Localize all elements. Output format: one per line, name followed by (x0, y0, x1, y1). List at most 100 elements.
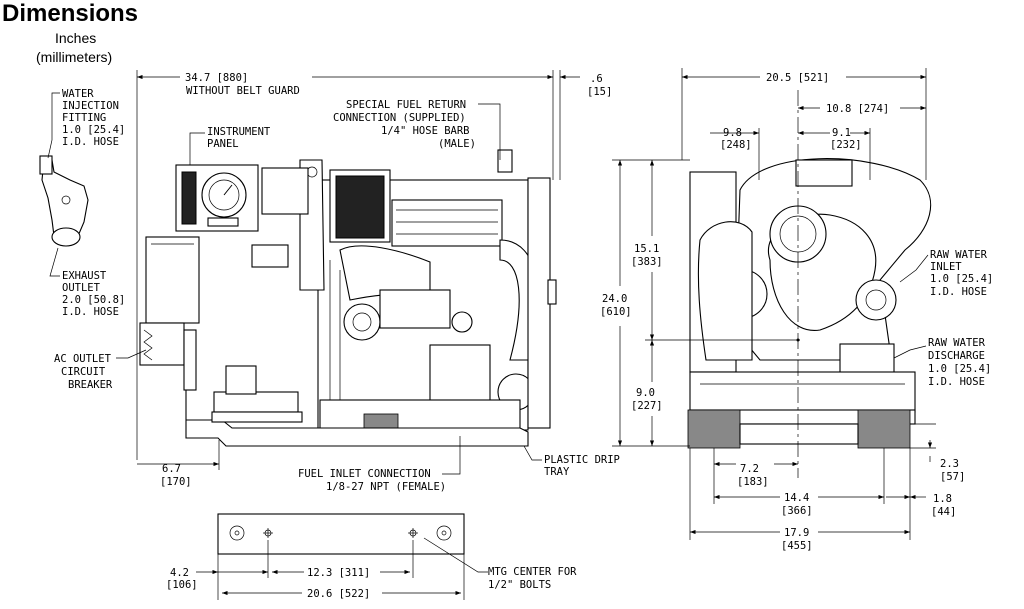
raw-water-inlet-line4: I.D. HOSE (930, 286, 987, 298)
dim-base-half: 7.2 [183] (713, 448, 798, 488)
fuel-inlet-line2: 1/8-27 NPT (FEMALE) (326, 481, 446, 493)
raw-water-inlet-line1: RAW WATER (930, 249, 988, 261)
dim-side-offsets: 9.8 [248] 9.1 [232] (710, 127, 871, 180)
dim-base-length: 20.6 [522] (222, 588, 461, 600)
water-injection-line5: I.D. HOSE (62, 136, 119, 148)
mount-width-mm: [366] (781, 505, 813, 517)
base-width-mm: [455] (781, 540, 813, 552)
left-offset-mm: [248] (720, 139, 752, 151)
foot-offset-label: 1.8 (933, 493, 952, 505)
left-offset-label: 9.8 (723, 127, 742, 139)
raw-water-inlet-line3: 1.0 [25.4] (930, 273, 993, 285)
callout-water-injection: WATER INJECTION FITTING 1.0 [25.4] I.D. … (47, 88, 125, 159)
front-offset-mm: [15] (587, 86, 612, 98)
mtg-center-line1: MTG CENTER FOR (488, 566, 577, 578)
front-view: 20.5 [521] 10.8 [274] 9.8 [248] 9.1 [232… (600, 68, 993, 552)
overall-width-label: 20.5 [521] (766, 72, 829, 84)
side-base-rail (185, 365, 529, 447)
right-offset-label: 9.1 (832, 127, 851, 139)
exhaust-outlet-line2: OUTLET (62, 282, 101, 294)
callout-mtg-center: MTG CENTER FOR 1/2" BOLTS (423, 537, 577, 591)
page-title: Dimensions (2, 0, 139, 27)
ac-outlet-line1: AC OUTLET (54, 353, 112, 365)
overall-length-label: 34.7 [880] (185, 72, 248, 84)
right-offset-mm: [232] (830, 139, 862, 151)
water-injection-line3: FITTING (62, 112, 106, 124)
mount-offset-label: 4.2 (170, 567, 189, 579)
instrument-panel (175, 164, 259, 232)
mount-width-label: 14.4 (784, 492, 809, 504)
callout-exhaust-outlet: EXHAUST OUTLET 2.0 [50.8] I.D. HOSE (49, 247, 125, 318)
ac-outlet-line2: CIRCUIT (61, 366, 106, 378)
water-injection-line1: WATER (62, 88, 94, 100)
callout-raw-water-discharge: RAW WATER DISCHARGE 1.0 [25.4] I.D. HOSE (893, 337, 991, 388)
callout-raw-water-inlet: RAW WATER INLET 1.0 [25.4] I.D. HOSE (899, 249, 993, 298)
dim-mount-spacing: 12.3 [311] (272, 567, 410, 579)
side-view: 34.7 [880] WITHOUT BELT GUARD .6 [15] 6.… (39, 70, 620, 493)
callout-instrument-panel: INSTRUMENT PANEL (189, 126, 271, 165)
dim-half-width: 10.8 [274] (798, 103, 926, 115)
units-label-inches: Inches (55, 30, 97, 46)
instrument-panel-line1: INSTRUMENT (207, 126, 271, 138)
dim-base-width: 17.9 [455] (689, 448, 911, 552)
ac-breaker-box (139, 236, 200, 391)
dim-overall-length: 34.7 [880] WITHOUT BELT GUARD .6 [15] (136, 70, 612, 460)
dim-foot-height: 2.3 [57] (910, 423, 965, 483)
fuel-return-line2: CONNECTION (SUPPLIED) (333, 112, 466, 124)
exhaust-outlet-line3: 2.0 [50.8] (62, 294, 125, 306)
overall-height-mm: [610] (600, 306, 632, 318)
overall-length-note: WITHOUT BELT GUARD (186, 85, 300, 97)
height-upper-label: 15.1 (634, 243, 659, 255)
overall-height-label: 24.0 (602, 293, 627, 305)
dim-foot-offset: 1.8 [44] (886, 493, 956, 518)
exhaust-outlet-line1: EXHAUST (62, 270, 107, 282)
water-injection-line4: 1.0 [25.4] (62, 124, 125, 136)
exhaust-outlet-line4: I.D. HOSE (62, 306, 119, 318)
engine-front-body (689, 158, 932, 413)
callout-drip-tray: PLASTIC DRIP TRAY (523, 445, 620, 478)
dim-heights: 15.1 [383] 24.0 [610] 9.0 [227] (600, 159, 800, 447)
dim-mount-width: 14.4 [366] (713, 448, 885, 517)
units-label-millimeters: (millimeters) (36, 49, 113, 65)
height-upper-mm: [383] (631, 256, 663, 268)
callout-ac-outlet: AC OUTLET CIRCUIT BREAKER (54, 349, 147, 391)
drip-tray-line2: TRAY (544, 466, 570, 478)
base-width-label: 17.9 (784, 527, 809, 539)
front-offset-label: .6 (590, 73, 603, 85)
rear-offset-mm: [170] (160, 476, 192, 488)
fuel-inlet-line1: FUEL INLET CONNECTION (298, 468, 431, 480)
callout-fuel-return: SPECIAL FUEL RETURN CONNECTION (SUPPLIED… (333, 99, 501, 160)
base-half-label: 7.2 (740, 463, 759, 475)
fuel-return-line4: (MALE) (438, 138, 476, 150)
foot-offset-mm: [44] (931, 506, 956, 518)
dim-mount-offset: 4.2 [106] (166, 567, 268, 591)
water-injection-line2: INJECTION (62, 100, 119, 112)
instrument-panel-line2: PANEL (207, 138, 239, 150)
foot-height-label: 2.3 (940, 458, 959, 470)
raw-water-discharge-line2: DISCHARGE (928, 350, 985, 362)
mount-spacing-label: 12.3 [311] (307, 567, 370, 579)
fuel-return-line1: SPECIAL FUEL RETURN (346, 99, 466, 111)
raw-water-discharge-line4: I.D. HOSE (928, 376, 985, 388)
mount-offset-mm: [106] (166, 579, 198, 591)
drip-tray-line1: PLASTIC DRIP (544, 454, 620, 466)
foot-height-mm: [57] (940, 471, 965, 483)
rear-offset-label: 6.7 (162, 463, 181, 475)
base-half-mm: [183] (737, 476, 769, 488)
dim-rear-offset: 6.7 [170] (137, 440, 220, 488)
callout-fuel-inlet: FUEL INLET CONNECTION 1/8-27 NPT (FEMALE… (298, 436, 461, 493)
base-length-label: 20.6 [522] (307, 588, 370, 600)
height-lower-mm: [227] (631, 400, 663, 412)
engine-detail-lines (329, 209, 498, 420)
fuel-return-line3: 1/4" HOSE BARB (381, 125, 470, 137)
ac-outlet-line3: BREAKER (68, 379, 113, 391)
half-width-label: 10.8 [274] (826, 103, 889, 115)
raw-water-inlet-line2: INLET (930, 261, 962, 273)
mount-plan-view: 4.2 [106] 12.3 [311] 20.6 [522] MTG CENT… (166, 513, 577, 600)
dim-overall-width: 20.5 [521] (681, 68, 927, 180)
mtg-center-line2: 1/2" BOLTS (488, 579, 551, 591)
raw-water-discharge-line1: RAW WATER (928, 337, 986, 349)
exhaust-elbow (39, 155, 89, 247)
raw-water-discharge-line3: 1.0 [25.4] (928, 363, 991, 375)
